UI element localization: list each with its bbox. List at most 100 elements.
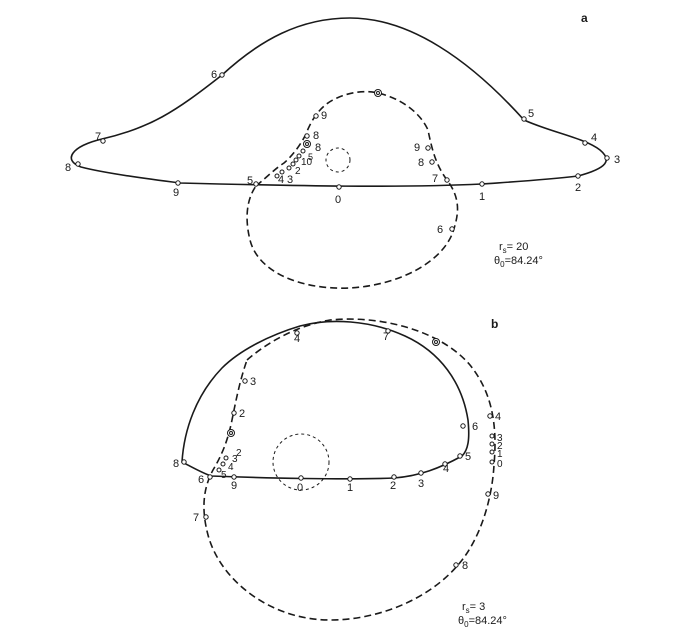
label: 1 [497,449,503,460]
label: 2 [236,448,242,459]
marker [418,470,424,476]
label: 7 [95,131,101,143]
label: 8 [462,560,468,572]
marker [227,429,235,437]
label: 9 [231,480,237,492]
marker [294,330,300,336]
marker [296,153,302,159]
label: 5 [528,108,534,120]
label: 5 [465,451,471,463]
label: 4 [278,174,284,186]
marker [489,433,495,439]
marker [293,157,299,163]
panel-a-dashed-markers [274,89,455,232]
marker [391,474,397,480]
panel-b-params: rs= 3 θ0=84.24° [458,601,507,629]
label: 0 [297,482,303,494]
marker [449,226,455,232]
marker [460,423,466,429]
label: 3 [614,154,620,166]
panel-b-dashed-labels: 4 3 2 1 0 9 8 7 6 5 4 3 2 [193,411,503,572]
param-theta: θ0=84.24° [458,615,507,629]
marker-ring [305,142,309,146]
label: 6 [472,421,478,433]
marker [290,161,296,167]
label: 6 [198,474,204,486]
marker [489,441,495,447]
label: 3 [418,478,424,490]
panel-a-solid-trajectory [70,17,608,188]
label: 8 [173,458,179,470]
panel-a-origin-circle [325,147,351,173]
marker [203,514,209,520]
label: 10 [301,157,313,168]
marker [487,413,493,419]
marker [286,165,292,171]
label: 3 [497,433,503,444]
marker [303,140,311,148]
marker [298,475,304,481]
label: 5 [308,152,313,162]
panel-b-solid-trajectory [181,320,470,480]
marker-ring [376,91,380,95]
label: 1 [347,482,353,494]
panel-b-dashed-trajectory [203,318,496,621]
marker-ring [229,431,233,435]
marker [432,338,440,346]
label: 7 [383,331,389,343]
marker [175,180,181,186]
marker [274,173,280,179]
marker [429,159,435,165]
label: 3 [287,174,293,186]
param-rs: rs= 3 [462,601,485,615]
marker [279,169,285,175]
label: 6 [437,224,443,236]
label: 9 [493,490,499,502]
marker [385,328,391,334]
panel-a-params: rs= 20 θ0=84.24° [494,241,543,269]
label: 0 [335,194,341,206]
label: 7 [432,173,438,185]
marker [75,161,81,167]
marker [336,184,342,190]
label: 5 [247,175,253,187]
marker [216,467,222,473]
label: 5 [221,470,227,481]
marker [313,113,319,119]
label: 2 [497,441,503,452]
label: 3 [250,376,256,388]
panel-a-letter: a [581,11,588,25]
marker [457,453,463,459]
marker [181,459,187,465]
label: 4 [495,411,501,423]
panel-b-solid-markers [181,328,466,482]
marker [444,177,450,183]
marker [575,173,581,179]
marker [242,378,248,384]
marker [100,138,106,144]
marker [219,72,225,78]
marker [489,449,495,455]
marker-ring [434,340,438,344]
marker [582,140,588,146]
marker [223,455,229,461]
marker [304,133,310,139]
marker [253,181,259,187]
marker [604,155,610,161]
label: 0 [497,459,503,470]
panel-a-dashed-trajectory [246,90,459,289]
marker [442,461,448,467]
panel-b: b [173,317,507,629]
label: 2 [239,408,245,420]
label: 9 [173,187,179,199]
panel-a: a [65,11,620,289]
label: 9 [321,110,327,122]
marker [231,410,237,416]
marker [220,461,226,467]
label: 8 [313,130,319,142]
label: 2 [390,480,396,492]
label: 3 [232,454,238,465]
panel-a-dashed-labels: 9 8 8 9 8 7 6 5 4 3 2 10 [278,110,443,236]
label: 4 [443,463,449,475]
panel-a-solid-labels: 6 7 8 9 5 0 1 2 3 4 5 [65,69,620,206]
